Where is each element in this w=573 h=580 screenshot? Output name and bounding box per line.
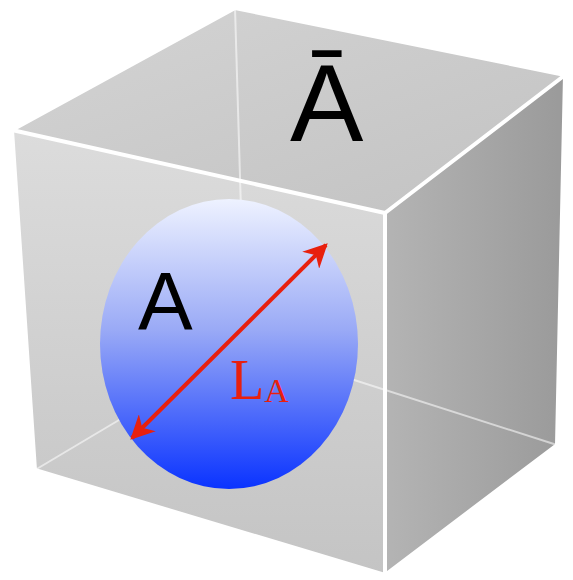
subsystem-label: A (138, 260, 193, 342)
subsystem-circle: A (98, 198, 360, 490)
circle-outline (98, 198, 360, 490)
dimension-label-box: LA (230, 352, 289, 408)
dimension-label: LA (230, 352, 289, 408)
region-label: Ā (290, 48, 363, 158)
